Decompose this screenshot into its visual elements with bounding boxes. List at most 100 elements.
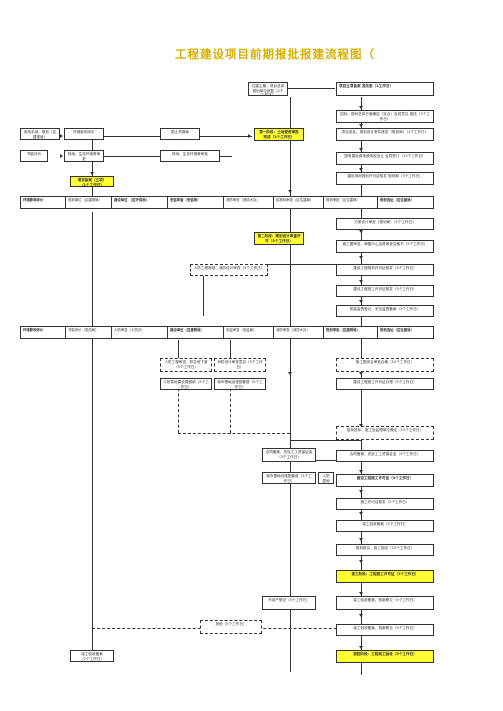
box-property-register: 不动产登记（5个工作日） [262,596,316,610]
box-stage2: 第二阶段：规划设计审查许可（5个工作日） [254,232,304,245]
dept-row-2: 环境影响评价 节能评价（发改局） 人防审查（人防办） 建设单位（区建规局） 安监… [20,326,434,339]
box-wage-deposit: 合同备案、农民工工资保证金（3个工作日） [336,450,434,462]
arrow-head [359,470,363,473]
row-cell: 规划审批（区住建局） [323,197,377,208]
box-permit-process: 建设工程施工许可证办理（5个工作日） [336,378,434,390]
arrow-head [359,124,363,127]
box-completion-left-label: 竣工验收备案 [81,652,103,656]
row-cell: 节能评价（发改局） [65,327,111,338]
arrow-head [359,614,363,617]
arrow-head [359,230,363,233]
box-env-assessment: 环境影响评价 [64,128,104,140]
connector-dashed [178,433,290,434]
dept-row-1: 环境影响评价 规划单位（区建规局） 建设单位 （区环保局） 安监审查（安监局） … [20,196,434,209]
row-cell: 规划单位（区建规局） [65,197,111,208]
box-stage1: 第一阶段：土地使用审批 完成（3个工作日） [254,128,304,141]
box-other-dashed: 其他（5个工作日） [200,620,262,634]
box-quality-register: 质量监督登记、安全监督备案（3个工作日） [336,305,434,317]
box-fire-review: 消防设计审查意见（5个工作日） [214,358,266,372]
arrow-head [288,190,292,193]
arrow-head [359,560,363,563]
arrow-head [359,538,363,541]
box-plan-approval: 住建主管、项目总体规划单位批复（2个工作日） [248,82,288,96]
row-cell: 建设单位 （区环保局） [111,197,167,208]
row-cell: 安监审查（安监局） [167,197,223,208]
page-title: 工程建设项目前期报批报建流程图（ [175,47,375,61]
connector [92,186,93,204]
arrow-head [60,154,63,158]
row-cell: 消防审查（消防大队） [273,327,323,338]
box-construction-permit-b: 建设工程施工许可证（3个工作日） [336,474,434,487]
row-cell: 规划选址（区住建局） [377,327,435,338]
arrow-head [60,134,63,138]
box-project-filing: 项目立项备案 发改委（1工作日） [336,82,434,96]
box-land-left: 用地手续、规划（区建规局） [20,128,60,140]
box-energy-assessment: 节能评价 [20,150,48,162]
connector [290,440,362,441]
box-stage3: 第三阶段：工程施工许可证（3个工作日） [336,570,434,583]
arrow-head [248,134,251,138]
box-other-b: 人防易地建设费缴纳（5个工作日） [318,472,334,484]
box-permit-issue: 施工许可证核发（2个工作日） [336,498,434,510]
connector [285,88,335,89]
arrow-head [359,280,363,283]
row-cell: 人防审查（人防办） [111,327,167,338]
box-land-permit: 建设用地规划许可证核发 规划局（3个工作日） [336,172,434,185]
box-infrastructure-fee: 城市基础设施配套费（5个工作日） [214,378,266,390]
box-stage4: 第四阶段：工程竣工验收（5个工作日） [336,650,434,663]
connector [178,340,179,370]
box-project-record-sub: （1个工作日） [79,182,105,187]
arrow-head [359,490,363,493]
connector [203,264,204,316]
arrow-head [359,512,363,515]
box-comprehensive-review: 施工图综合审查合格（10个工作日） [336,358,434,372]
connector [92,212,93,652]
box-civil-defense-fee: 人防易地建设费缴纳（5个工作日） [160,378,212,390]
arrow-head [288,372,292,375]
connector-dashed [178,383,179,433]
row-cell: 规划选址（区住建局） [377,197,435,208]
arrow-head [359,424,363,427]
box-contract-filing: 合同备案、农民工工资保证金（3个工作日） [262,448,316,462]
box-land-resources: 国土资源局 [160,128,200,140]
row-cell: 招投标审查（区住建局） [273,197,323,208]
arrow-head [359,372,363,375]
box-final-record: 竣工验收备案、档案移交（5个工作日） [336,624,434,636]
box-planning-permit: 建设工程规划许可证核发（3个工作日） [336,264,434,276]
box-archive-transfer: 竣工验收备案、档案移交（5个工作日） [336,596,434,610]
box-civil-defense-review: 人防工程审查、防空地下室（5个工作日） [160,358,212,372]
box-project-record: 项目备案（立项） （1个工作日） [70,176,114,187]
box-drawing-review: 施工图审查、审图中心出具审查合格书（5个工作日） [336,240,434,253]
row-cell: 建设单位（区建规局） [167,327,223,338]
row-cell: 规划审批（区建规局） [323,327,377,338]
box-forest-approval: 林地、生态环境等审批 [64,150,104,162]
box-completion-left: 竣工验收备案 （2个工作日） [70,650,114,662]
arrow-head [359,300,363,303]
arrow-head [359,106,363,109]
box-land-contract: 国有建设用地使用权出让 合同签订（15个工作日） [336,152,434,165]
arrow-head [359,646,363,649]
arrow-head [359,148,363,151]
box-project-record-label: 项目备案（立项） [77,178,107,182]
box-civil-defense: 人防工程审批、消防设计审查（5个工作日） [190,264,268,276]
box-scheme-confirm: 招标、规划总体方案确定（定点）及其意见 报送（3个工作日） [336,110,434,123]
connector [290,460,362,461]
arrow-head [90,172,94,175]
connector [290,97,291,672]
arrow-head [359,168,363,171]
connector [230,340,231,370]
box-other-a: 城市基础设施配套费（5个工作日） [262,472,316,484]
arrow-head [359,256,363,259]
box-eco-approval: 林地、生态环境等审批 [160,150,220,162]
row-cell: 环境影响评价 [23,198,44,202]
row-cell: 环境影响评价 [23,328,44,332]
box-bidding: 招标投标、施工及监理单位确定（15个工作日） [336,426,434,440]
box-completion-left-sub: （2个工作日） [80,656,104,661]
box-scheme-review: 方案设计审查（规划局）（5个工作日） [336,218,434,230]
box-construction-permit-a: 建设工程施工许可证核发（3个工作日） [336,285,434,297]
row-cell: 安监审查（安监局） [223,327,273,338]
box-completion-filing: 竣工验收备案（5个工作日） [336,520,434,532]
box-planning-verify: 规划核实、竣工验收（10个工作日） [336,544,434,556]
connector [203,264,363,265]
